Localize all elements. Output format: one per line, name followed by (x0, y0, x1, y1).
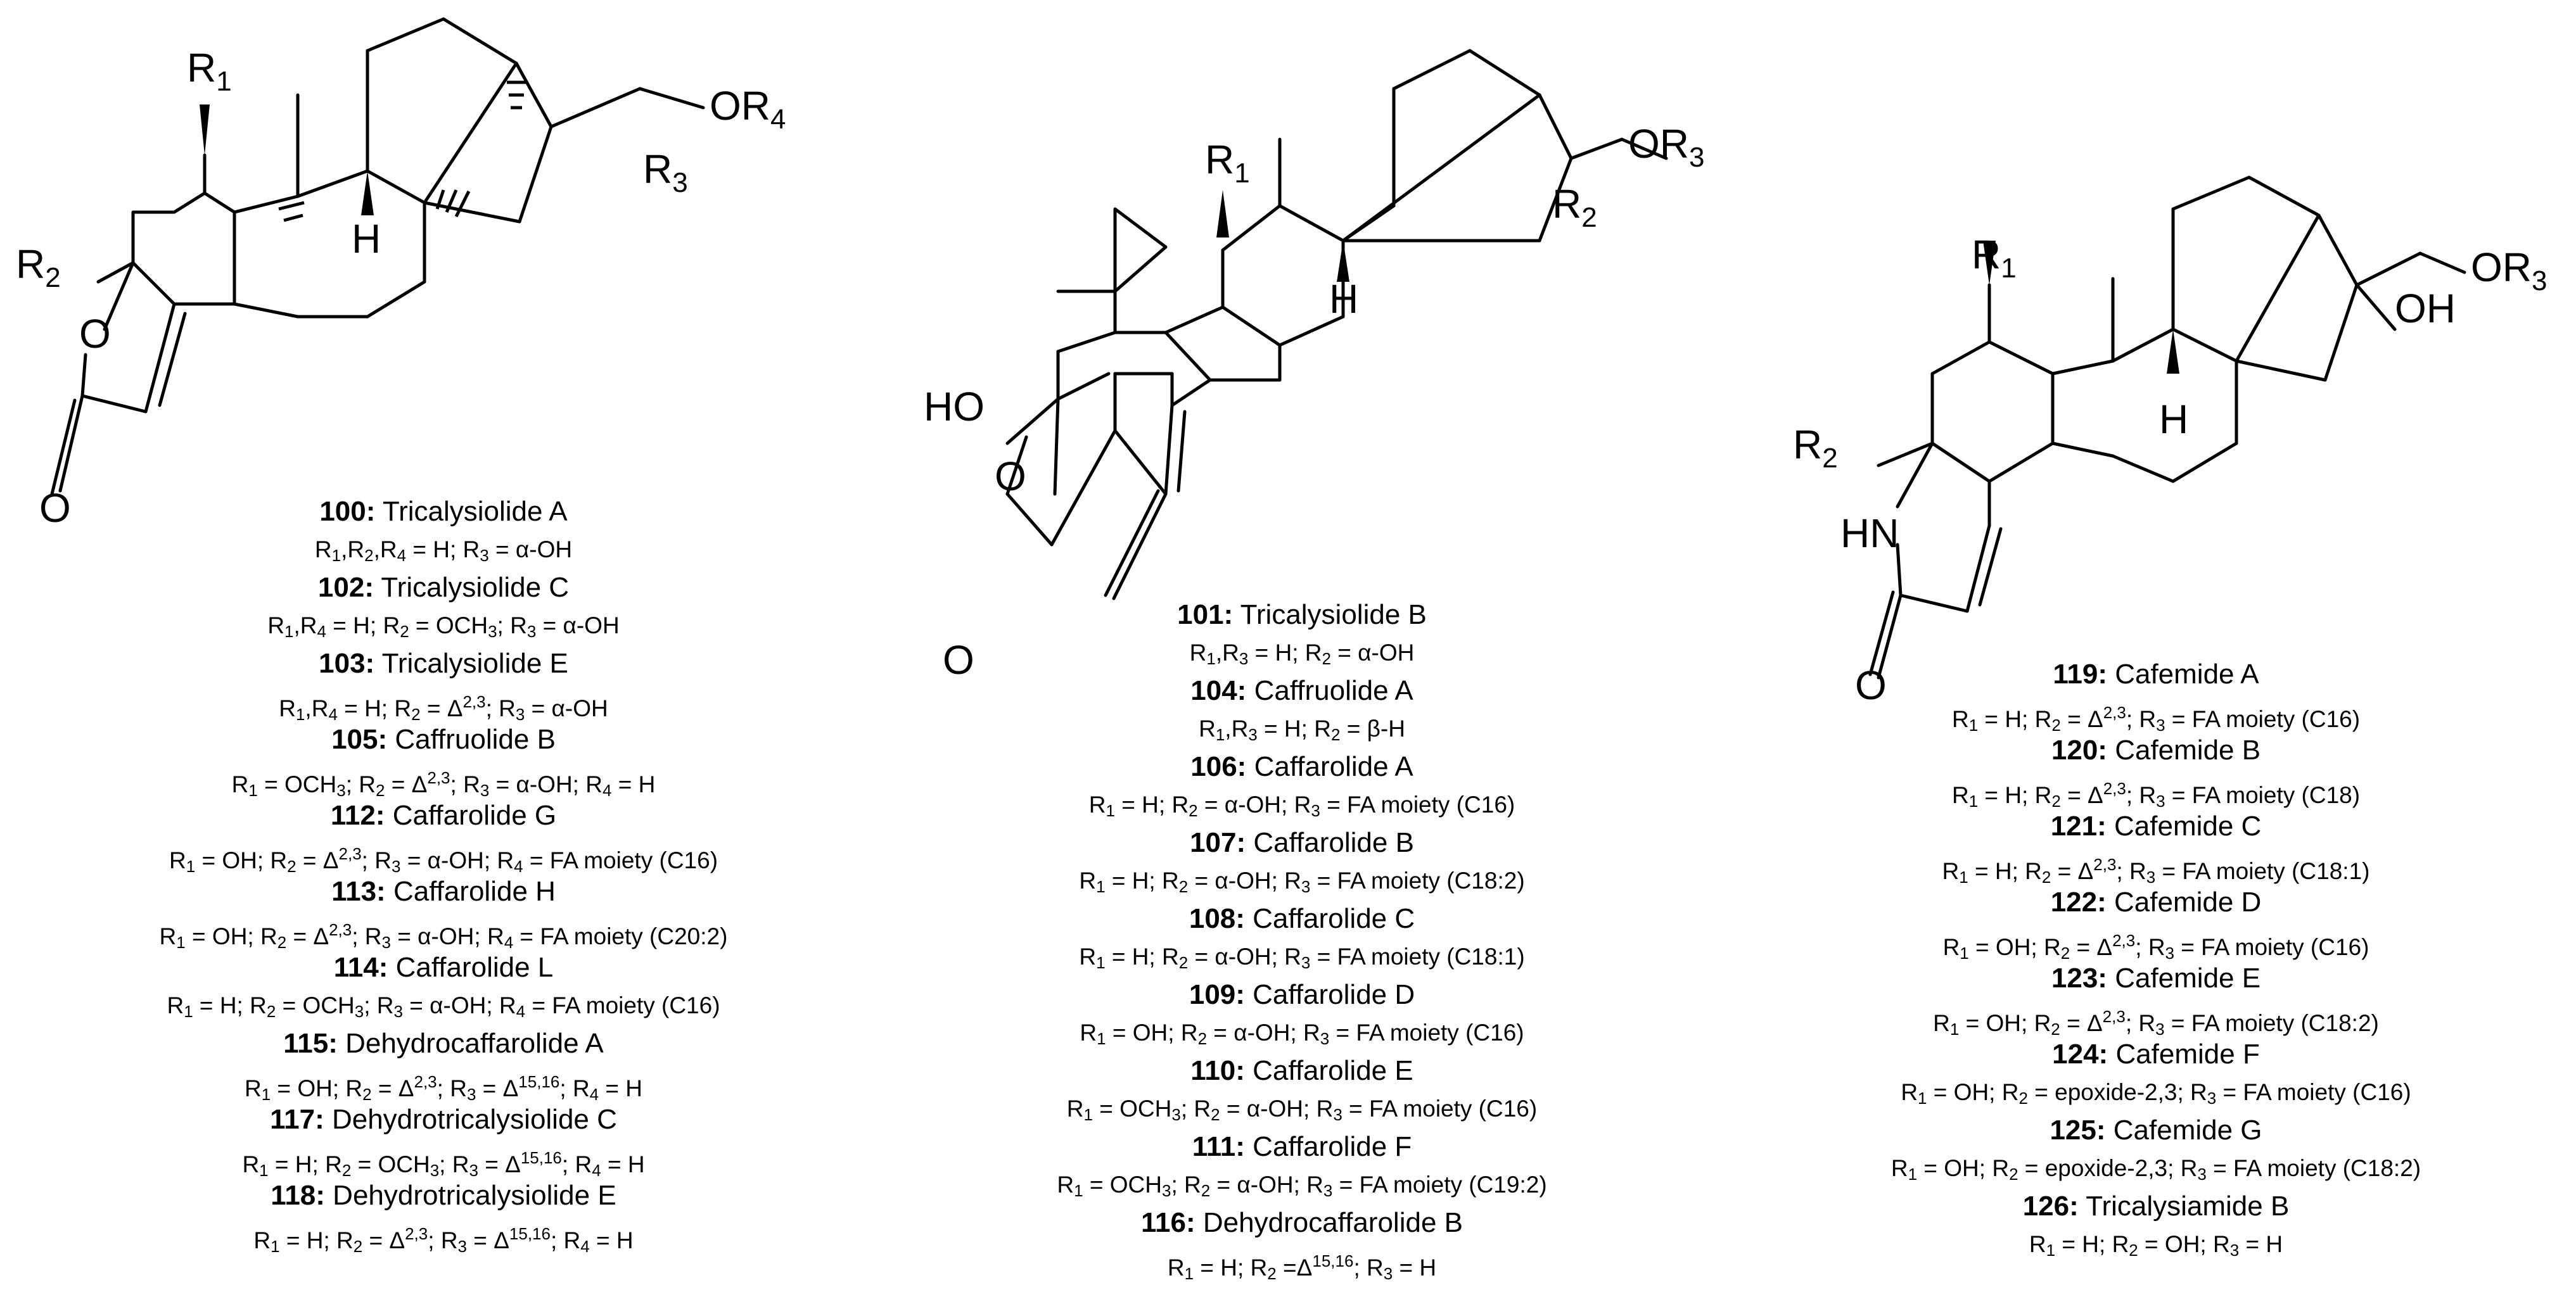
compound-substituents: R1,R4 = H; R2 = OCH3; R3 = α-OH (267, 612, 620, 641)
compound-substituents: R1 = H; R2 = Δ2,3; R3 = FA moiety (C18) (1951, 779, 2361, 811)
compound-substituents: R1 = H; R2 = Δ2,3; R3 = FA moiety (C16) (1951, 703, 2361, 735)
compound-name: 117: Dehydrotricalysiolide C (270, 1104, 617, 1135)
compound-substituents: R1,R4 = H; R2 = Δ2,3; R3 = α-OH (279, 692, 608, 724)
label-r1: R1 (1972, 232, 2017, 284)
structure-119-series (1868, 175, 2466, 680)
compound-substituents: R1 = OH; R2 = Δ2,3; R3 = α-OH; R4 = FA m… (169, 844, 718, 876)
compound-name: 126: Tricalysiamide B (2022, 1191, 2290, 1222)
label-o-carbonyl: O (943, 637, 974, 683)
structure-100-series (50, 17, 705, 496)
label-r2: R2 (1552, 181, 1597, 233)
compound-substituents: R1 = OH; R2 = Δ2,3; R3 = α-OH; R4 = FA m… (159, 920, 728, 952)
compound-substituents: R1 = OCH3; R2 = α-OH; R3 = FA moiety (C1… (1057, 1172, 1547, 1200)
compound-name: 119: Cafemide A (2053, 659, 2259, 690)
compound-substituents: R1 = H; R2 = OH; R3 = H (2029, 1231, 2283, 1260)
label-or4: OR4 (710, 83, 786, 135)
compound-name: 116: Dehydrocaffarolide B (1141, 1207, 1463, 1238)
compound-substituents: R1 = OCH3; R2 = Δ2,3; R3 = α-OH; R4 = H (231, 768, 656, 800)
label-r1: R1 (1205, 137, 1250, 189)
compound-substituents: R1 = H; R2 = α-OH; R3 = FA moiety (C18:1… (1079, 944, 1525, 972)
compound-substituents: R1 = OH; R2 = Δ2,3; R3 = FA moiety (C18:… (1933, 1007, 2379, 1039)
label-r2: R2 (16, 241, 61, 293)
label-r2: R2 (1793, 422, 1838, 474)
compound-substituents: R1 = H; R2 =Δ15,16; R3 = H (1167, 1251, 1437, 1283)
structure-101-series (1005, 49, 1668, 600)
label-o-carbonyl: O (1855, 662, 1887, 708)
panel-caffarolide-series: R1 R2 OR3 H HO O O 101: Tricalysiolide B… (912, 0, 1704, 1304)
compound-substituents: R1 = H; R2 = Δ2,3; R3 = FA moiety (C18:1… (1942, 855, 2370, 887)
compound-name: 122: Cafemide D (2050, 887, 2262, 918)
compound-name: 104: Caffruolide A (1190, 675, 1413, 706)
compound-name: 108: Caffarolide C (1189, 903, 1415, 934)
compound-substituents: R1,R3 = H; R2 = β-H (1199, 716, 1405, 744)
compound-name: 110: Caffarolide E (1190, 1055, 1413, 1086)
compound-substituents: R1,R2,R4 = H; R3 = α-OH (314, 536, 573, 565)
compound-name: 121: Cafemide C (2050, 811, 2262, 842)
compound-substituents: R1 = H; R2 = OCH3; R3 = α-OH; R4 = FA mo… (167, 992, 720, 1021)
compound-substituents: R1 = OH; R2 = epoxide-2,3; R3 = FA moiet… (1901, 1079, 2411, 1108)
compound-name: 100: Tricalysiolide A (319, 496, 568, 527)
compound-name: 124: Cafemide F (2052, 1039, 2260, 1070)
compound-name: 106: Caffarolide A (1190, 751, 1413, 782)
label-h: H (1329, 276, 1359, 322)
label-or3: OR3 (1628, 121, 1705, 173)
compound-list-1: 100: Tricalysiolide A R1,R2,R4 = H; R3 = … (0, 493, 887, 1256)
compound-substituents: R1 = OH; R2 = Δ2,3; R3 = FA moiety (C16) (1942, 931, 2369, 963)
label-o-carbonyl: O (39, 485, 71, 531)
compound-name: 109: Caffarolide D (1189, 979, 1415, 1010)
compound-substituents: R1 = OH; R2 = α-OH; R3 = FA moiety (C16) (1080, 1020, 1524, 1048)
compound-substituents: R1 = H; R2 = α-OH; R3 = FA moiety (C16) (1088, 792, 1515, 820)
compound-substituents: R1 = H; R2 = Δ2,3; R3 = Δ15,16; R4 = H (253, 1224, 634, 1256)
compound-name: 115: Dehydrocaffarolide A (283, 1028, 604, 1059)
panel-tricalysiolide-series: R1 R2 R3 OR4 H O O 100: Tricalysiolide A… (0, 0, 887, 1304)
compound-name: 112: Caffarolide G (330, 800, 557, 831)
label-ho: HO (924, 384, 985, 429)
label-or3: OR3 (2471, 244, 2547, 296)
label-r1: R1 (187, 45, 232, 97)
label-hn: HN (1840, 510, 1899, 556)
compound-name: 120: Cafemide B (2051, 735, 2261, 766)
compound-substituents: R1 = H; R2 = α-OH; R3 = FA moiety (C18:2… (1079, 868, 1525, 896)
compound-list-3: 119: Cafemide A R1 = H; R2 = Δ2,3; R3 = F… (1736, 655, 2576, 1263)
compound-list-2: 101: Tricalysiolide B R1,R3 = H; R2 = α-O… (912, 596, 1692, 1283)
compound-name: 113: Caffarolide H (331, 876, 556, 907)
label-h: H (2159, 396, 2189, 442)
label-r3: R3 (643, 146, 688, 198)
label-oh: OH (2395, 286, 2456, 331)
compound-substituents: R1 = H; R2 = OCH3; R3 = Δ15,16; R4 = H (242, 1148, 645, 1180)
compound-name: 125: Cafemide G (2050, 1115, 2262, 1146)
compound-name: 114: Caffarolide L (333, 952, 554, 983)
panel-cafemide-series: R1 R2 OR3 OH H HN O 119: Cafemide A R1 = … (1736, 0, 2576, 1304)
compound-name: 118: Dehydrotricalysiolide E (271, 1180, 616, 1211)
compound-name: 101: Tricalysiolide B (1177, 599, 1427, 630)
compound-substituents: R1 = OH; R2 = epoxide-2,3; R3 = FA moiet… (1891, 1155, 2421, 1184)
compound-name: 107: Caffarolide B (1190, 827, 1414, 858)
compound-name: 102: Tricalysiolide C (317, 572, 570, 603)
compound-name: 103: Tricalysiolide E (319, 648, 568, 679)
compound-substituents: R1,R3 = H; R2 = α-OH (1189, 640, 1415, 668)
compound-substituents: R1 = OCH3; R2 = α-OH; R3 = FA moiety (C1… (1066, 1096, 1538, 1124)
compound-name: 111: Caffarolide F (1192, 1131, 1412, 1162)
label-o-ring: O (79, 311, 111, 357)
label-o-ring: O (995, 453, 1026, 499)
compound-substituents: R1 = OH; R2 = Δ2,3; R3 = Δ15,16; R4 = H (244, 1072, 643, 1104)
compound-name: 123: Cafemide E (2051, 963, 2261, 994)
label-h: H (352, 216, 381, 262)
compound-name: 105: Caffruolide B (331, 724, 556, 755)
